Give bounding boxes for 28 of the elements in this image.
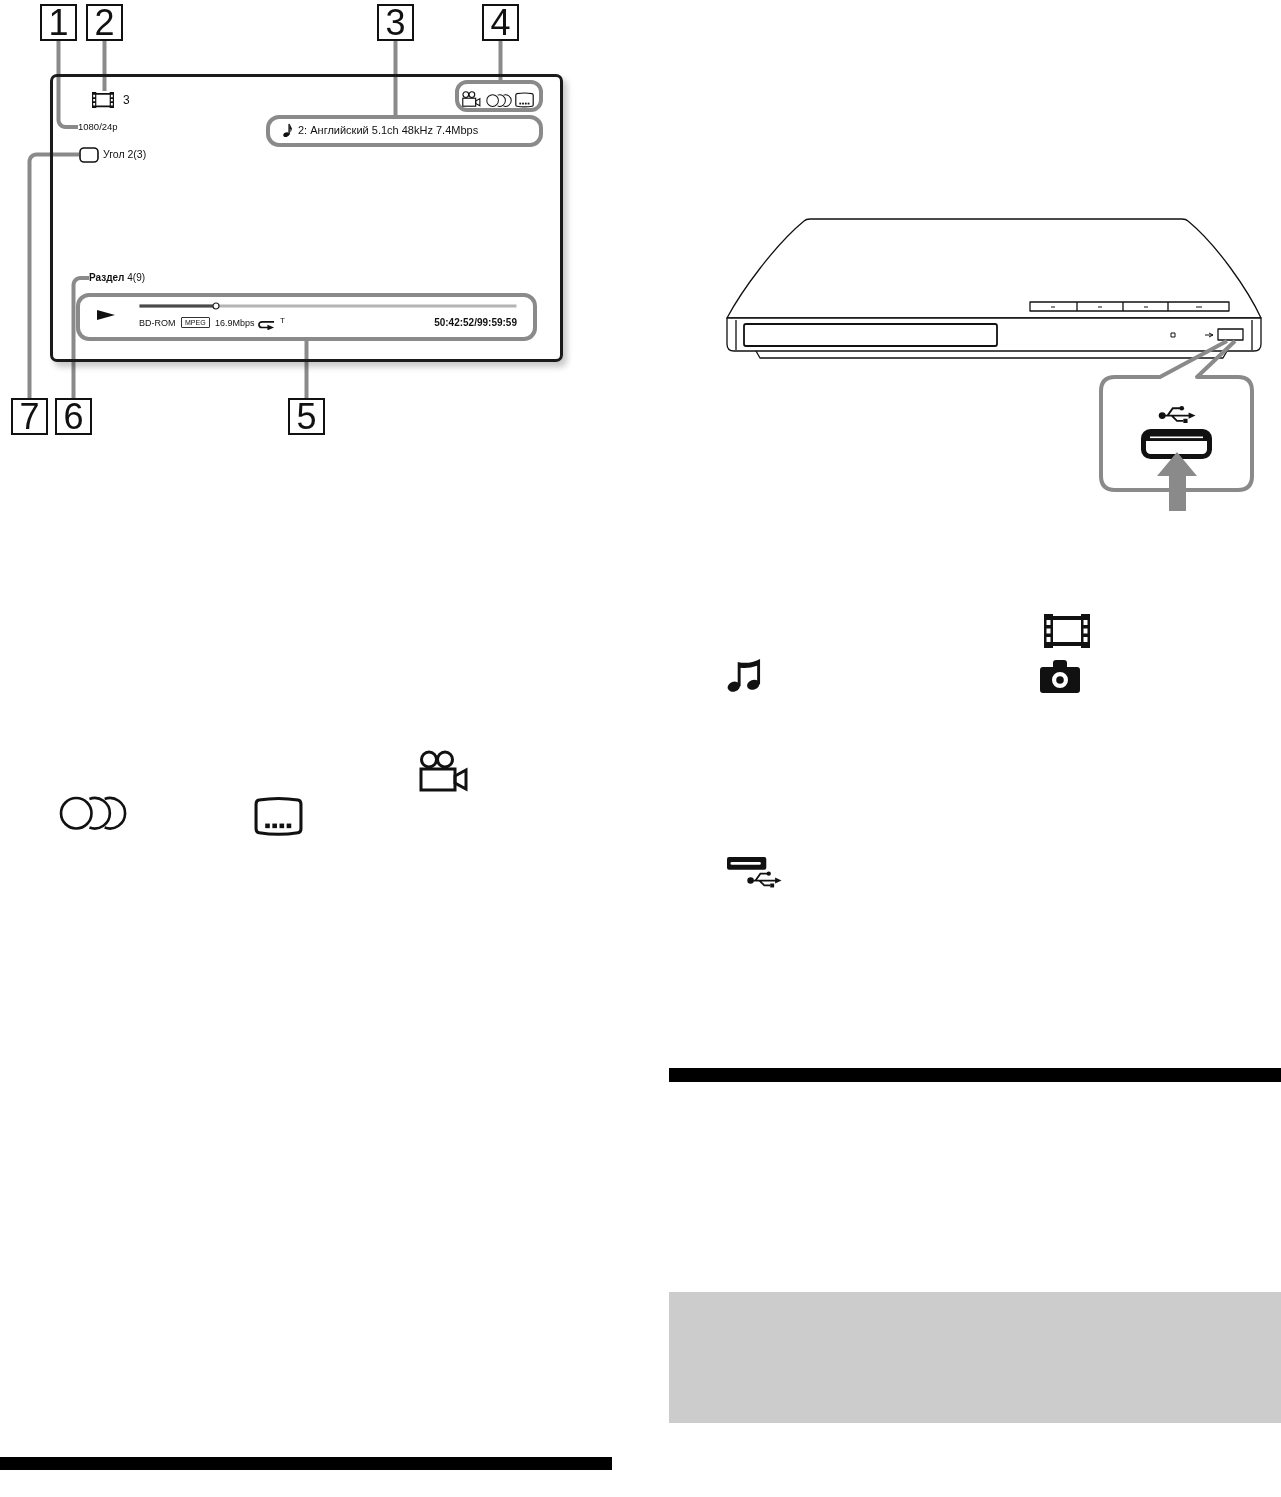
leader-line xyxy=(498,41,503,80)
callout-number: 2 xyxy=(86,4,123,41)
leader-line xyxy=(393,41,398,115)
leader-line xyxy=(71,276,89,398)
callout-number: 5 xyxy=(288,398,325,435)
title-number-text: 3 xyxy=(123,92,130,109)
resolution-text: 1080/24p xyxy=(78,121,118,133)
shaded-panel xyxy=(669,1292,1281,1423)
screen-frame xyxy=(50,74,563,362)
audio-info-panel xyxy=(266,115,543,147)
callout-number: 1 xyxy=(40,4,77,41)
callout-number: 7 xyxy=(11,398,48,435)
status-icons-panel xyxy=(455,80,543,112)
leader-line xyxy=(56,41,78,129)
callout-number: 6 xyxy=(55,398,92,435)
leader-line xyxy=(27,152,79,398)
callout-number: 3 xyxy=(377,4,414,41)
audio-track-text: 2: Английский 5.1ch 48kHz 7.4Mbps xyxy=(298,123,479,137)
chapter-text: Раздел 4(9) xyxy=(89,271,146,285)
leader-line xyxy=(102,41,107,91)
leader-line xyxy=(304,341,309,398)
callout-number: 4 xyxy=(482,4,519,41)
bitrate-text: 16.9Mbps xyxy=(215,318,255,329)
playback-bar-panel xyxy=(76,293,537,341)
angle-text: Угол 2(3) xyxy=(103,147,147,162)
time-counter-text: 50:42:52/99:59:59 xyxy=(434,317,517,329)
repeat-mode-text: T xyxy=(280,316,285,326)
disc-type-text: BD-ROM xyxy=(139,318,176,329)
